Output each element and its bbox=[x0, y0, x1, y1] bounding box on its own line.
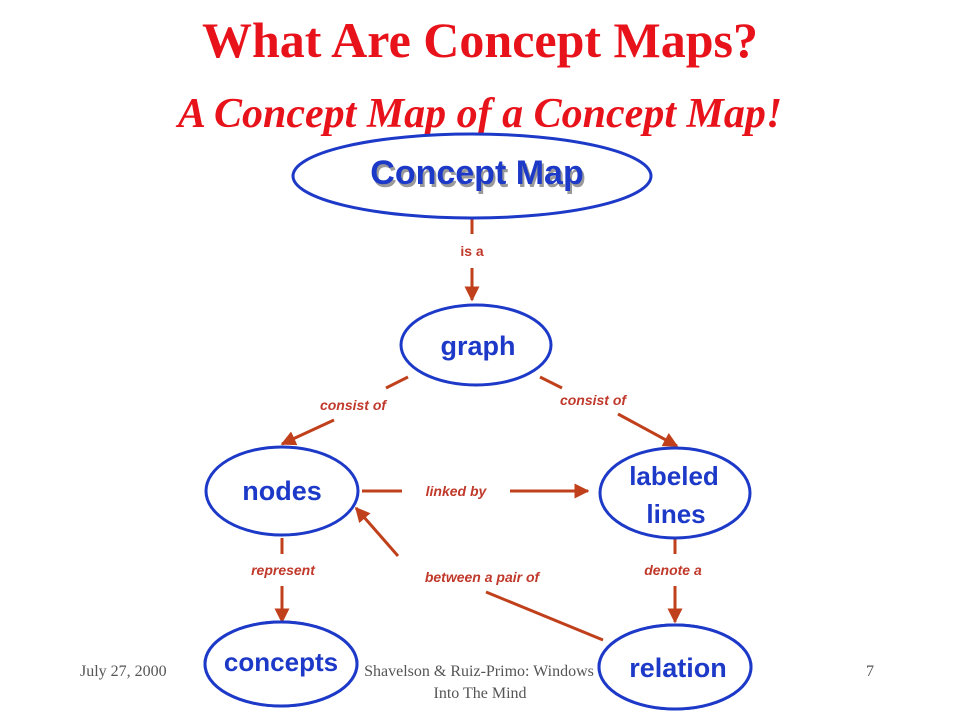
link-is-a-label: is a bbox=[460, 243, 484, 259]
edge-graph-to-nodes-a bbox=[385, 375, 409, 390]
node-concept-map bbox=[291, 132, 653, 220]
node-labeled-label: labeled bbox=[629, 461, 719, 491]
node-concept-map-label: Concept Map bbox=[370, 154, 583, 192]
link-linked-by-label: linked by bbox=[426, 483, 488, 499]
footer-page-number: 7 bbox=[866, 663, 874, 680]
edge-between-b bbox=[354, 506, 400, 557]
node-relation-label: relation bbox=[629, 653, 727, 683]
node-graph bbox=[399, 303, 553, 387]
node-nodes-label: nodes bbox=[242, 476, 322, 506]
edge-graph-to-lines-a bbox=[539, 375, 563, 390]
edge-graph-to-nodes-b bbox=[280, 418, 335, 446]
node-concept-map-shadow: Concept Map bbox=[372, 157, 585, 195]
node-nodes bbox=[204, 445, 360, 537]
link-represent-label: represent bbox=[251, 562, 316, 578]
node-graph-label: graph bbox=[440, 331, 515, 361]
slide-subtitle: A Concept Map of a Concept Map! bbox=[177, 91, 783, 137]
link-denote-a-label: denote a bbox=[644, 562, 702, 578]
node-labeled-lines bbox=[598, 446, 752, 540]
edge-between-a bbox=[485, 590, 604, 642]
link-between-label: between a pair of bbox=[425, 569, 541, 585]
slide-title: What Are Concept Maps? bbox=[201, 12, 758, 68]
node-lines-label: lines bbox=[646, 499, 705, 529]
node-concepts-label: concepts bbox=[224, 647, 338, 677]
link-consist-of-right-label: consist of bbox=[560, 392, 627, 408]
footer-date: July 27, 2000 bbox=[80, 663, 167, 680]
link-consist-of-left-label: consist of bbox=[320, 397, 387, 413]
edge-graph-to-lines-b bbox=[617, 412, 679, 448]
